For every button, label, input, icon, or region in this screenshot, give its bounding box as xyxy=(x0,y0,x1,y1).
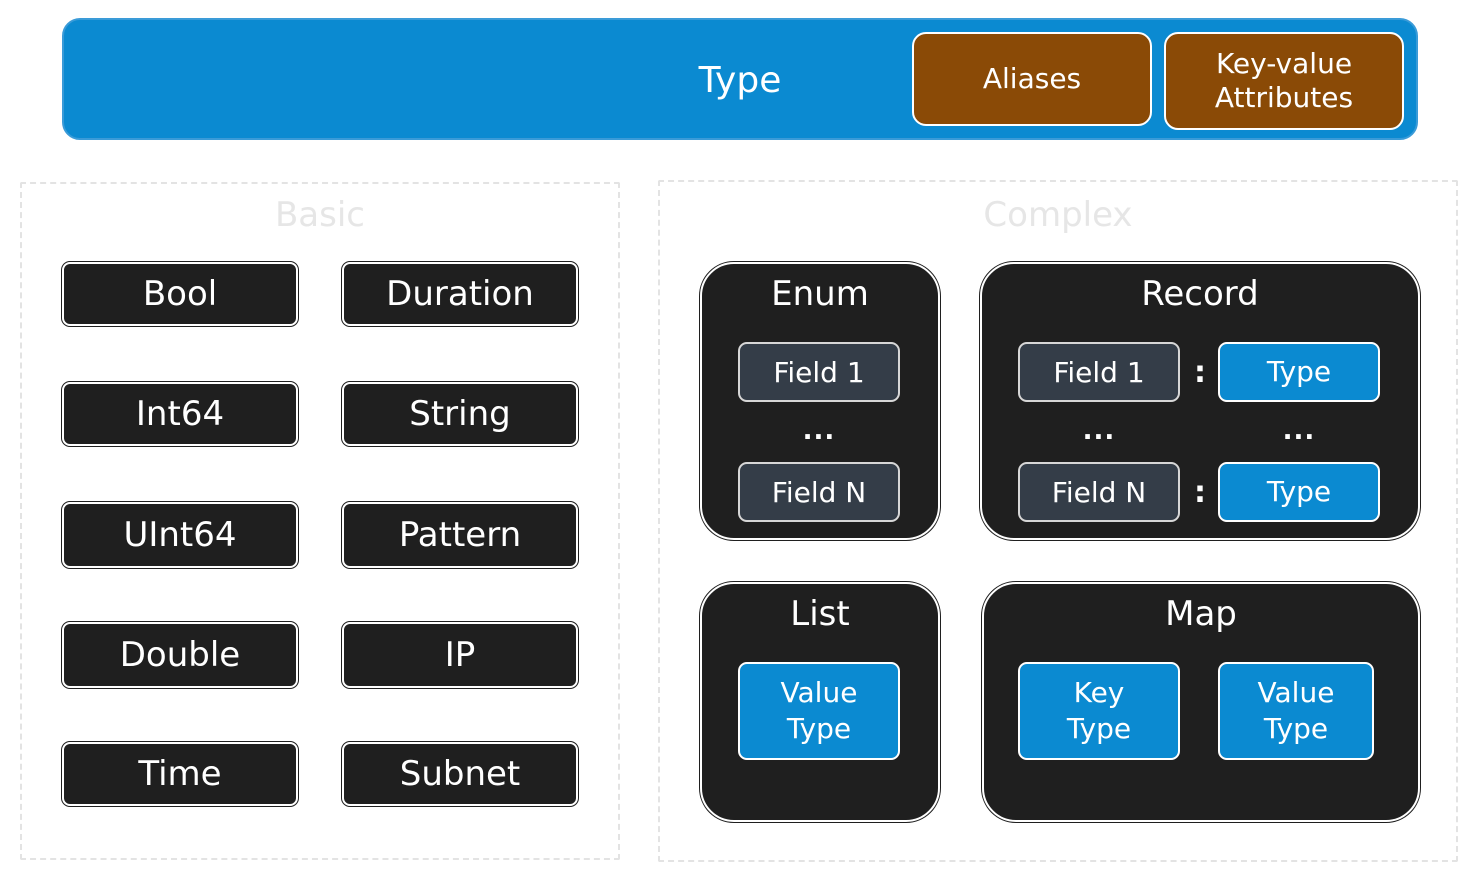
type-bool: Bool xyxy=(62,262,298,326)
map-title: Map xyxy=(1165,594,1237,634)
type-duration: Duration xyxy=(342,262,578,326)
list-value-type: Value Type xyxy=(738,662,900,760)
key-value-attributes-box: Key-value Attributes xyxy=(1164,32,1404,130)
list-title: List xyxy=(790,594,850,634)
aliases-box: Aliases xyxy=(912,32,1152,126)
record-field-n: Field N xyxy=(1018,462,1180,522)
map-value-type: Value Type xyxy=(1218,662,1374,760)
type-int64: Int64 xyxy=(62,382,298,446)
type-bar-title: Type xyxy=(698,59,782,101)
record-colon-n: : xyxy=(1194,474,1206,510)
record-ellipsis-left: ... xyxy=(1082,416,1116,446)
enum-title: Enum xyxy=(771,274,869,314)
enum-field-n: Field N xyxy=(738,462,900,522)
type-pattern: Pattern xyxy=(342,502,578,568)
record-field-1: Field 1 xyxy=(1018,342,1180,402)
enum-ellipsis: ... xyxy=(802,416,836,446)
basic-group-title: Basic xyxy=(274,195,365,235)
type-subnet: Subnet xyxy=(342,742,578,806)
record-colon-1: : xyxy=(1194,354,1206,390)
type-double: Double xyxy=(62,622,298,688)
map-key-type: Key Type xyxy=(1018,662,1180,760)
complex-group-title: Complex xyxy=(983,195,1133,235)
type-uint64: UInt64 xyxy=(62,502,298,568)
record-type-1: Type xyxy=(1218,342,1380,402)
record-title: Record xyxy=(1141,274,1259,314)
record-ellipsis-right: ... xyxy=(1282,416,1316,446)
complex-group xyxy=(658,180,1458,862)
basic-group xyxy=(20,182,620,860)
record-type-n: Type xyxy=(1218,462,1380,522)
type-time: Time xyxy=(62,742,298,806)
type-string: String xyxy=(342,382,578,446)
type-ip: IP xyxy=(342,622,578,688)
enum-field-1: Field 1 xyxy=(738,342,900,402)
